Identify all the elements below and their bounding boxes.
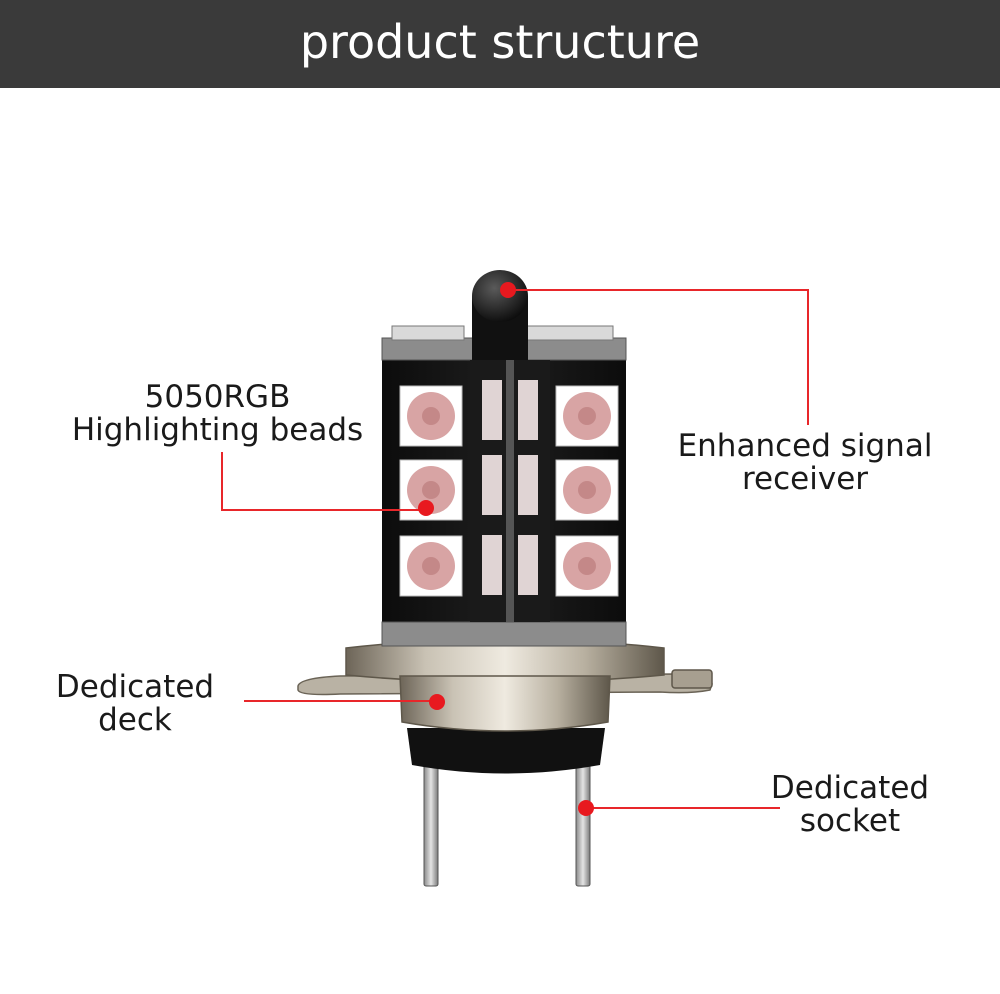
callout-label-receiver: Enhanced signal receiver [660,430,950,496]
callout-line-beads [221,452,426,511]
header-bar: product structure [0,0,1000,88]
callout-label-socket-line2: socket [799,803,901,839]
pin-right [575,757,591,887]
led-bead [555,535,619,597]
callout-label-receiver-line2: receiver [741,461,869,497]
callout-line-receiver [508,289,809,425]
led-bead [399,535,463,597]
socket-pins [423,757,591,887]
signal-receiver [472,270,528,360]
callout-lines [221,289,809,809]
rgb-led-beads [399,385,619,597]
side-leds [482,380,538,595]
callout-dot-socket [578,800,594,816]
led-bead [555,385,619,447]
led-bead [555,459,619,521]
socket-base [407,728,605,774]
page-title: product structure [299,15,701,69]
callout-label-beads: 5050RGB Highlighting beads [40,381,395,447]
callout-dot-beads [418,500,434,516]
callout-label-socket-line1: Dedicated [770,770,930,806]
callout-label-deck-line2: deck [98,702,172,738]
callout-dots [418,282,594,816]
callout-label-beads-line2: Highlighting beads [71,412,364,448]
led-bead [399,385,463,447]
callout-label-deck-line1: Dedicated [55,669,215,705]
pin-left [423,757,439,887]
callout-label-socket: Dedicated socket [740,772,960,838]
callout-label-beads-line1: 5050RGB [144,379,291,415]
metal-deck [297,638,713,732]
callout-dot-receiver [500,282,516,298]
callout-label-deck: Dedicated deck [30,671,240,737]
callout-label-receiver-line1: Enhanced signal [677,428,933,464]
callout-dot-deck [429,694,445,710]
